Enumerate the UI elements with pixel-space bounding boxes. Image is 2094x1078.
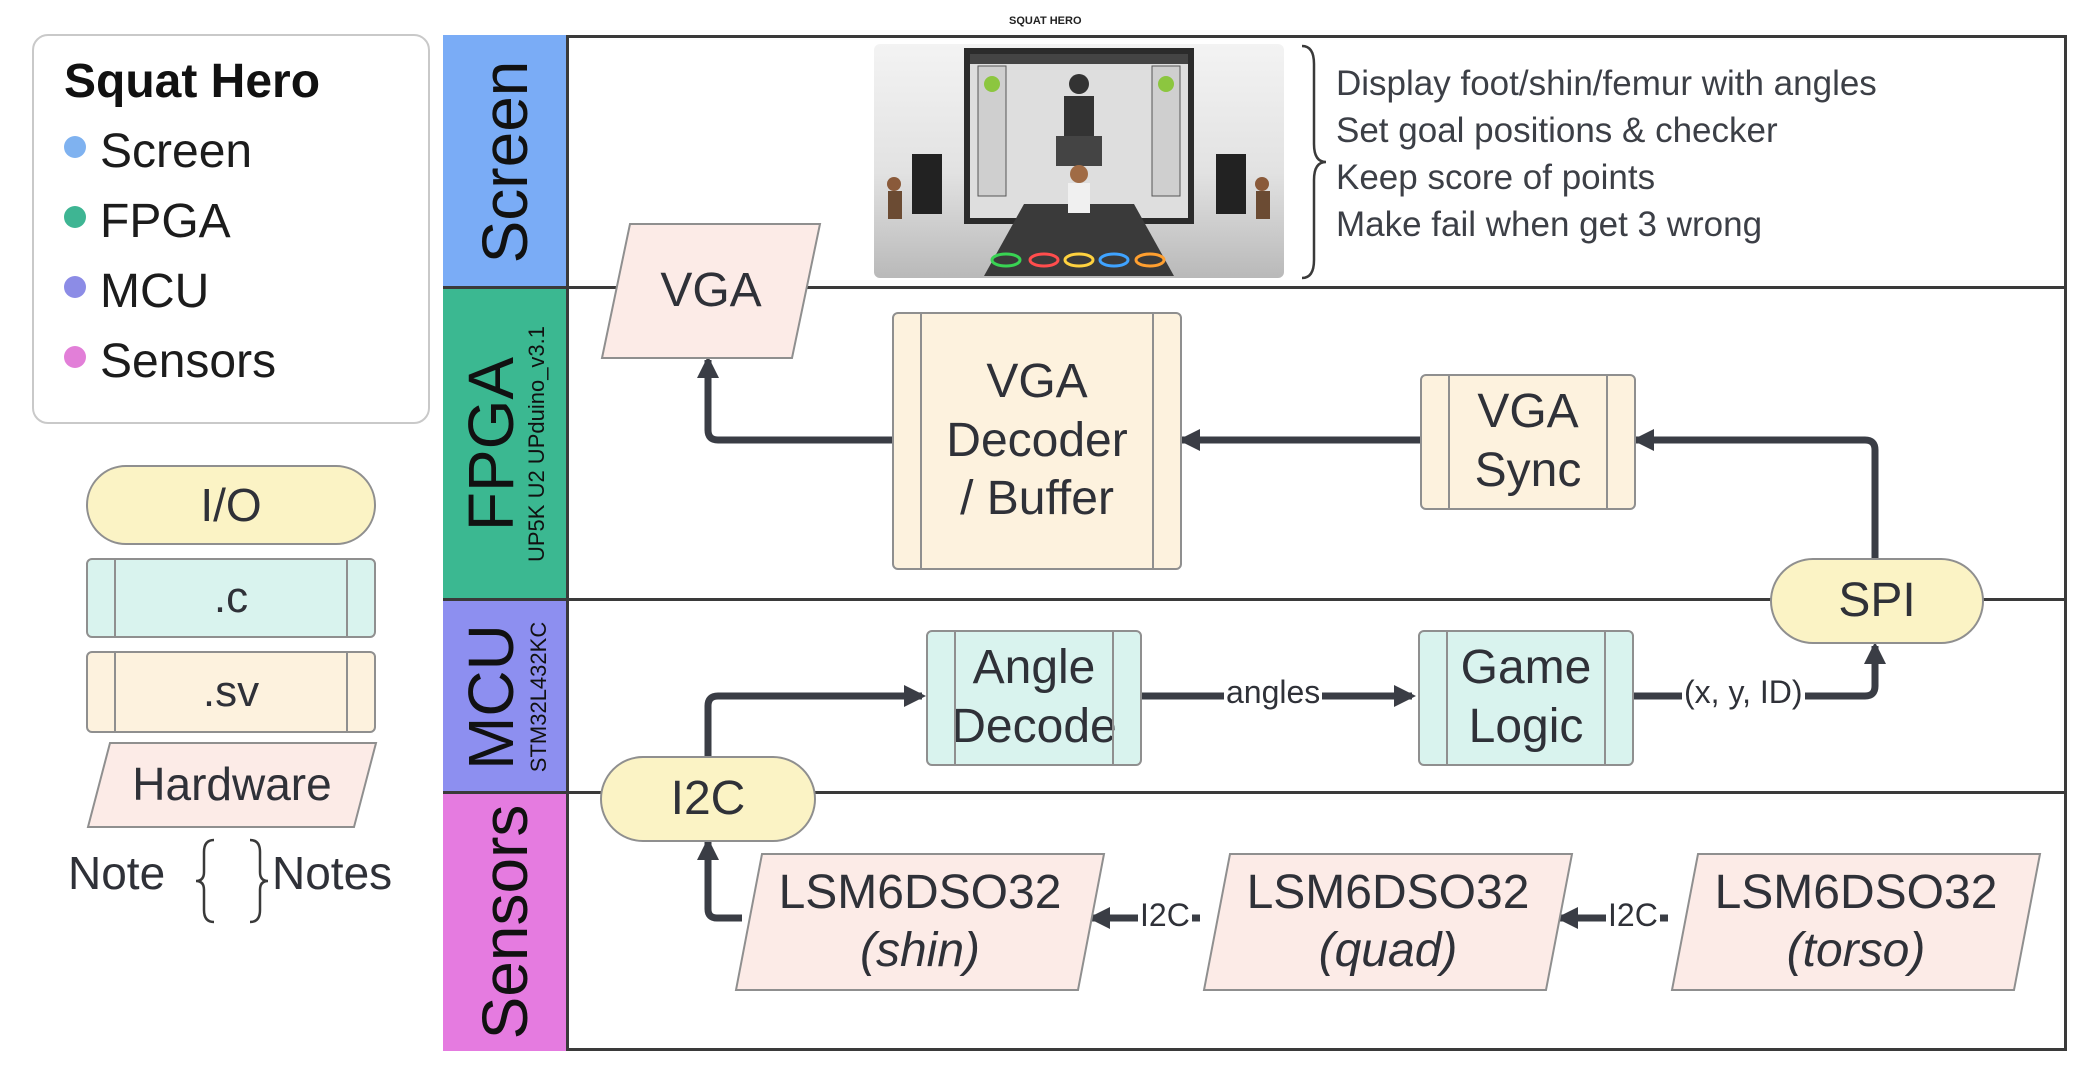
key-hardware-shape <box>86 742 378 828</box>
edge-spi-to-sync <box>1632 429 1879 558</box>
sensor-torso-shape <box>1670 853 2042 991</box>
screen-notes: Display foot/shin/femur with angles Set … <box>1336 60 1877 248</box>
legend-label: MCU <box>100 265 210 318</box>
legend-dot-fpga <box>64 206 86 228</box>
game-illustration <box>887 48 1270 276</box>
lane-tab-sensors: Sensors <box>443 793 569 1051</box>
key-note-label: Note <box>68 847 166 899</box>
note-line: Make fail when get 3 wrong <box>1336 205 1763 244</box>
angle-decode-node: Angle Decode <box>926 630 1142 766</box>
node-label-line: VGA <box>1477 385 1579 439</box>
note-line: Keep score of points <box>1336 158 1656 197</box>
note-line: Set goal positions & checker <box>1336 111 1778 150</box>
edge-shin-to-i2c <box>697 838 742 922</box>
edge-label-angles: angles <box>1224 674 1323 711</box>
sensor-name: LSM6DSO32 <box>1246 866 1530 920</box>
key-notes-label: Notes <box>272 847 393 899</box>
edge-decoder-to-vga <box>697 356 892 444</box>
legend-label: FPGA <box>100 195 231 248</box>
node-label-line: Game <box>1460 641 1592 695</box>
legend-label: Screen <box>100 125 253 178</box>
lane-tab-fpga: FPGA UP5K U2 UPduino_v3.1 <box>443 288 569 600</box>
sensor-name: LSM6DSO32 <box>1714 866 1998 920</box>
key-note-brace-icon <box>195 838 269 924</box>
vga-hardware-label: VGA <box>660 264 762 318</box>
node-label-line: Decode <box>951 700 1117 753</box>
sensor-name: LSM6DSO32 <box>778 866 1062 920</box>
sensor-part: (torso) <box>1786 924 1926 977</box>
sensor-part: (shin) <box>859 924 981 977</box>
legend-dot-mcu <box>64 276 86 298</box>
edge-game-to-spi <box>1632 642 1886 700</box>
legend-label: Sensors <box>100 335 277 388</box>
note-line: Display foot/shin/femur with angles <box>1336 64 1877 103</box>
legend-panel: Squat Hero Screen FPGA MCU Sensors <box>32 34 430 424</box>
node-label-line: Sync <box>1474 444 1582 497</box>
vga-decoder-buffer-node: VGA Decoder / Buffer <box>892 312 1182 570</box>
lane-tab-screen: Screen <box>443 35 569 288</box>
vga-sync-node: VGA Sync <box>1420 374 1636 510</box>
lane-divider <box>443 791 2067 794</box>
legend-title: Squat Hero <box>64 55 321 108</box>
vga-hardware-shape <box>600 223 822 359</box>
sensor-quad-shape <box>1202 853 1574 991</box>
legend-dot-screen <box>64 136 86 158</box>
sensor-shin-shape <box>734 853 1106 991</box>
sensor-shin-node: LSM6DSO32 (shin) <box>734 852 1106 992</box>
lane-divider <box>443 598 2067 601</box>
sensor-part: (quad) <box>1318 924 1458 977</box>
lane-tab-mcu: MCU STM32L432KC <box>443 600 569 793</box>
node-label-line: Decoder <box>946 413 1128 467</box>
key-c-shape: .c <box>86 558 376 638</box>
node-label-line: VGA <box>986 355 1088 409</box>
node-label-line: Angle <box>972 641 1096 695</box>
node-label-line: / Buffer <box>960 472 1114 526</box>
i2c-io-node: I2C <box>600 756 816 842</box>
edge-label-i2c: I2C <box>1138 897 1192 934</box>
edge-label-coords: (x, y, ID) <box>1682 674 1805 711</box>
key-io-shape: I/O <box>86 465 376 545</box>
legend-dot-sensors <box>64 346 86 368</box>
sensor-quad-node: LSM6DSO32 (quad) <box>1202 852 1574 992</box>
key-sv-shape: .sv <box>86 651 376 733</box>
squat-hero-game-image <box>874 44 1284 278</box>
node-label-line: Logic <box>1468 700 1584 753</box>
notes-brace-icon <box>1301 44 1327 280</box>
game-logic-node: Game Logic <box>1418 630 1634 766</box>
lane-divider <box>443 286 2067 289</box>
edge-label-i2c: I2C <box>1606 897 1660 934</box>
edge-i2c-to-angle <box>704 685 926 756</box>
spi-io-node: SPI <box>1770 558 1984 644</box>
key-hardware-label: Hardware <box>132 758 332 811</box>
game-image-title: SQUAT HERO <box>1009 15 1082 27</box>
sensor-torso-node: LSM6DSO32 (torso) <box>1670 852 2042 992</box>
